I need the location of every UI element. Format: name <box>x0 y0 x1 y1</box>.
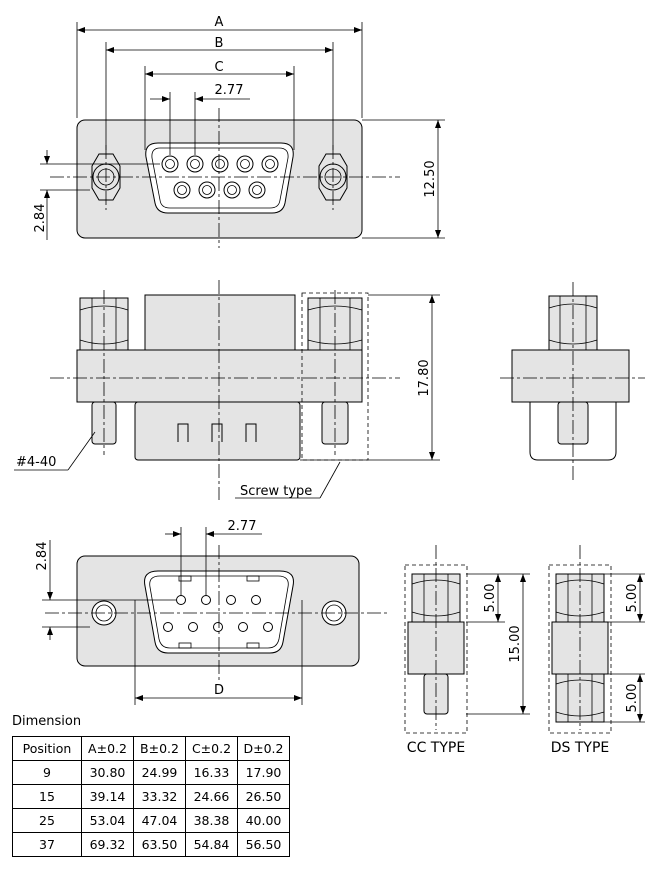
table-cell: 25 <box>12 808 82 833</box>
label-B: B <box>215 36 224 51</box>
d-shell <box>145 142 294 214</box>
label-height-flange: 12.50 <box>423 160 438 197</box>
table-row: 15 39.14 33.32 24.66 26.50 <box>12 784 290 809</box>
table-cell: 9 <box>12 760 82 785</box>
table-cell: 63.50 <box>133 832 186 857</box>
d-shell-inner <box>151 147 289 209</box>
table-cell: 54.84 <box>185 832 238 857</box>
shell-bottom <box>134 401 301 461</box>
table-row: 9 30.80 24.99 16.33 17.90 <box>12 760 290 785</box>
header-cell: C±0.2 <box>185 736 238 761</box>
table-cell: 33.32 <box>133 784 186 809</box>
label-cc-total: 15.00 <box>508 625 523 662</box>
label-offset-bottom: 2.84 <box>35 542 50 571</box>
table-cell: 47.04 <box>133 808 186 833</box>
table-title: Dimension <box>12 714 82 729</box>
side-view: 17.80 #4-40 Screw type <box>14 280 440 500</box>
table-cell: 24.99 <box>133 760 186 785</box>
table-cell: 24.66 <box>185 784 238 809</box>
label-C: C <box>214 60 223 75</box>
header-cell: D±0.2 <box>237 736 290 761</box>
header-cell: A±0.2 <box>81 736 134 761</box>
label-ds-hex-top: 5.00 <box>625 584 640 613</box>
table-cell: 17.90 <box>237 760 290 785</box>
pins-bottom-row <box>173 181 266 199</box>
label-screw-type: Screw type <box>240 484 312 499</box>
table-header-row: Position A±0.2 B±0.2 C±0.2 D±0.2 <box>12 736 290 761</box>
cc-type-label: CC TYPE <box>407 740 465 756</box>
table-cell: 26.50 <box>237 784 290 809</box>
label-pitch-bottom: 2.77 <box>228 519 257 534</box>
table-cell: 40.00 <box>237 808 290 833</box>
label-D: D <box>214 683 224 698</box>
label-ds-hex-bottom: 5.00 <box>625 684 640 713</box>
label-pitch-top: 2.77 <box>215 83 244 98</box>
table-row: 25 53.04 47.04 38.38 40.00 <box>12 808 290 833</box>
table-cell: 37 <box>12 832 82 857</box>
pins-top-row <box>161 155 279 173</box>
front-view-bottom: 2.77 2.84 D <box>35 519 390 705</box>
table-cell: 30.80 <box>81 760 134 785</box>
table-cell: 69.32 <box>81 832 134 857</box>
label-offset-top: 2.84 <box>33 204 48 233</box>
header-cell: B±0.2 <box>133 736 186 761</box>
table-cell: 39.14 <box>81 784 134 809</box>
ds-type-screw: 5.00 5.00 DS TYPE <box>548 545 645 756</box>
table-cell: 53.04 <box>81 808 134 833</box>
table-row: 37 69.32 63.50 54.84 56.50 <box>12 832 290 857</box>
label-thread: #4-40 <box>16 455 56 470</box>
header-cell: Position <box>12 736 82 761</box>
table-cell: 56.50 <box>237 832 290 857</box>
end-flange <box>511 349 630 403</box>
flange-side <box>76 349 363 403</box>
shell-top <box>144 294 296 351</box>
table-cell: 38.38 <box>185 808 238 833</box>
cc-type-screw: 5.00 15.00 CC TYPE <box>404 545 530 756</box>
dimension-table: Position A±0.2 B±0.2 C±0.2 D±0.2 9 30.80… <box>12 736 290 857</box>
end-view <box>500 282 645 480</box>
label-cc-hex: 5.00 <box>483 584 498 613</box>
label-A: A <box>215 15 224 30</box>
table-cell: 15 <box>12 784 82 809</box>
table-cell: 16.33 <box>185 760 238 785</box>
front-view-top <box>50 108 400 248</box>
dims-top: A B C 2.77 2.84 12.50 <box>33 15 445 240</box>
ds-type-label: DS TYPE <box>551 740 610 756</box>
label-height-side: 17.80 <box>417 359 432 396</box>
